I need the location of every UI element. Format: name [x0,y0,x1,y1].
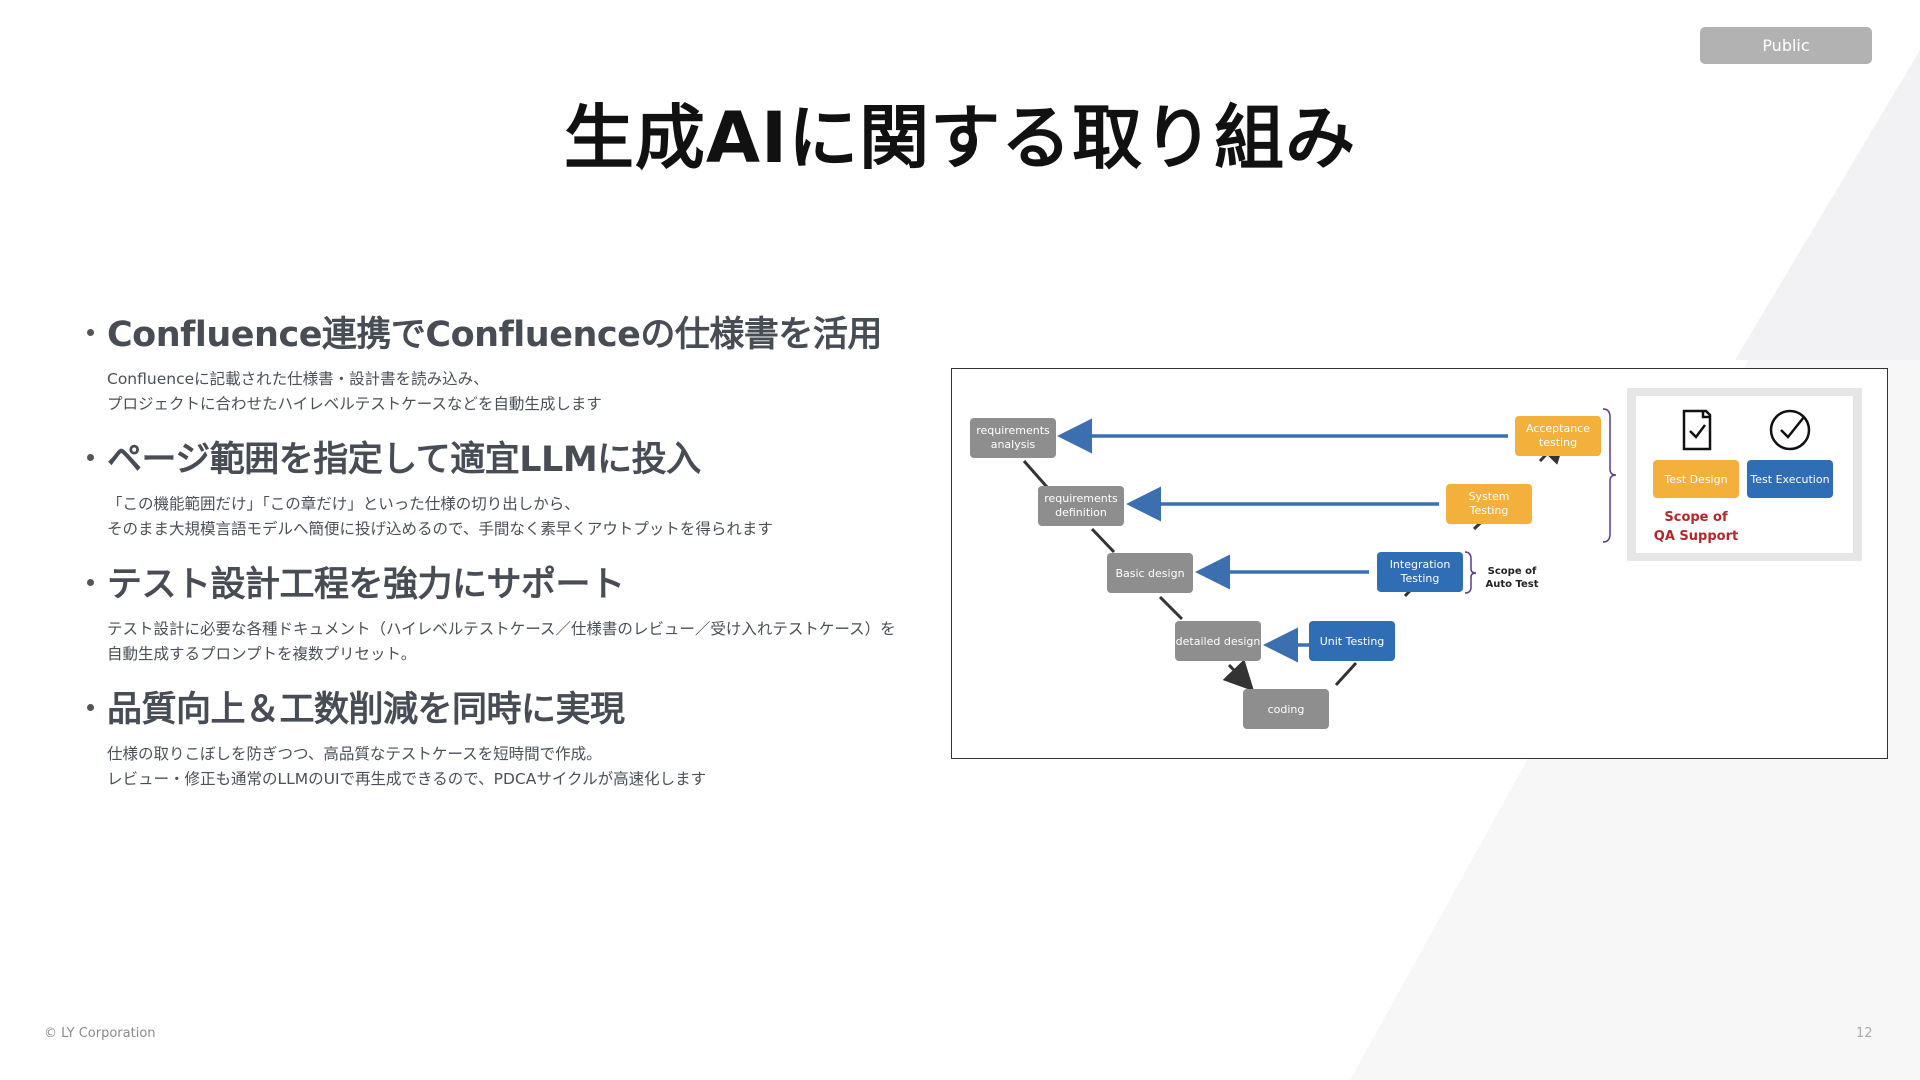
test-phase-box: System Testing [1446,484,1532,524]
page-number: 12 [1856,1026,1873,1041]
qa-brace [1602,408,1617,543]
auto-test-brace [1464,551,1477,594]
bullet-item: Confluence連携でConfluenceの仕様書を活用 Confluenc… [85,305,955,430]
verification-arrows [1057,418,1508,663]
auto-test-label: Auto Test [1486,579,1539,590]
box-label: requirements [976,424,1050,437]
page-title: 生成AIに関する取り組み [563,97,1357,179]
bullet-dot [87,579,94,586]
bullet-line: テスト設計に必要な各種ドキュメント（ハイレベルテストケース／仕様書のレビュー／受… [107,620,896,638]
bullet-heading: Confluence連携でConfluenceの仕様書を活用 [107,315,882,355]
test-phase-box: Acceptance testing [1515,416,1601,456]
box-label: Testing [1469,504,1509,517]
qa-scope-label: Scope of [1664,510,1728,525]
bullet-dot [87,329,94,336]
test-execution-label: Test Execution [1749,473,1829,486]
bullet-heading: 品質向上＆工数削減を同時に実現 [107,690,625,730]
v-connectors [1022,432,1568,692]
qa-support-panel: Test Design Test Execution Scope of QA S… [1627,388,1862,561]
coding-box: coding [1243,689,1329,729]
bullet-list: Confluence連携でConfluenceの仕様書を活用 Confluenc… [85,305,955,788]
box-label: Basic design [1115,567,1184,580]
v-model-diagram: requirements analysis requirements defin… [951,368,1888,759]
qa-scope-label: QA Support [1654,529,1738,544]
box-label: definition [1055,506,1107,519]
bullet-line: プロジェクトに合わせたハイレベルテストケースなどを自動生成します [107,395,602,413]
box-label: Acceptance [1526,422,1590,435]
box-label: analysis [991,438,1036,451]
box-label: detailed design [1176,635,1261,648]
test-design-label: Test Design [1663,473,1727,486]
bullet-dot [87,454,94,461]
box-label: Integration [1390,558,1451,571]
public-badge: Public [1700,27,1872,64]
design-phase-box: requirements analysis [970,418,1056,458]
bullet-line: 「この機能範囲だけ」「この章だけ」といった仕様の切り出しから、 [107,495,580,513]
test-phase-box: Integration Testing [1377,552,1463,592]
circle-check-icon [1769,409,1811,451]
bullet-line: Confluenceに記載された仕様書・設計書を読み込み、 [107,370,489,388]
copyright-text: © LY Corporation [44,1026,156,1041]
bullet-description: Confluenceに記載された仕様書・設計書を読み込み、 プロジェクトに合わせ… [107,367,955,417]
test-phase-box: Unit Testing [1309,621,1395,661]
box-label: Testing [1400,572,1440,585]
box-label: System [1468,490,1509,503]
auto-test-label: Scope of [1488,566,1537,577]
box-label: testing [1539,436,1577,449]
bullet-line: 自動生成するプロンプトを複数プリセット。 [107,645,417,663]
design-phase-box: detailed design [1175,621,1261,661]
box-label: coding [1268,703,1305,716]
box-label: requirements [1044,492,1118,505]
design-phase-box: Basic design [1107,553,1193,593]
bullet-line: そのまま大規模言語モデルへ簡便に投げ込めるので、手間なく素早くアウトプットを得ら… [107,520,773,538]
bullet-line: レビュー・修正も通常のLLMのUIで再生成できるので、PDCAサイクルが高速化し… [107,770,707,788]
bullet-item: ページ範囲を指定して適宜LLMに投入 「この機能範囲だけ」「この章だけ」といった… [85,430,955,555]
document-check-icon [1682,409,1712,451]
bullet-description: 「この機能範囲だけ」「この章だけ」といった仕様の切り出しから、 そのまま大規模言… [107,492,955,542]
v-model-svg: requirements analysis requirements defin… [970,388,1862,729]
bullet-heading: テスト設計工程を強力にサポート [107,565,625,605]
bullet-item: 品質向上＆工数削減を同時に実現 仕様の取りこぼしを防ぎつつ、高品質なテストケース… [85,680,955,788]
design-phase-box: requirements definition [1038,486,1124,526]
bullet-description: テスト設計に必要な各種ドキュメント（ハイレベルテストケース／仕様書のレビュー／受… [107,617,955,667]
bullet-line: 仕様の取りこぼしを防ぎつつ、高品質なテストケースを短時間で作成。 [107,745,602,763]
bullet-item: テスト設計工程を強力にサポート テスト設計に必要な各種ドキュメント（ハイレベルテ… [85,555,955,680]
box-label: Unit Testing [1320,635,1385,648]
bullet-heading: ページ範囲を指定して適宜LLMに投入 [107,440,701,480]
bullet-dot [87,704,94,711]
bullet-description: 仕様の取りこぼしを防ぎつつ、高品質なテストケースを短時間で作成。 レビュー・修正… [107,742,955,792]
